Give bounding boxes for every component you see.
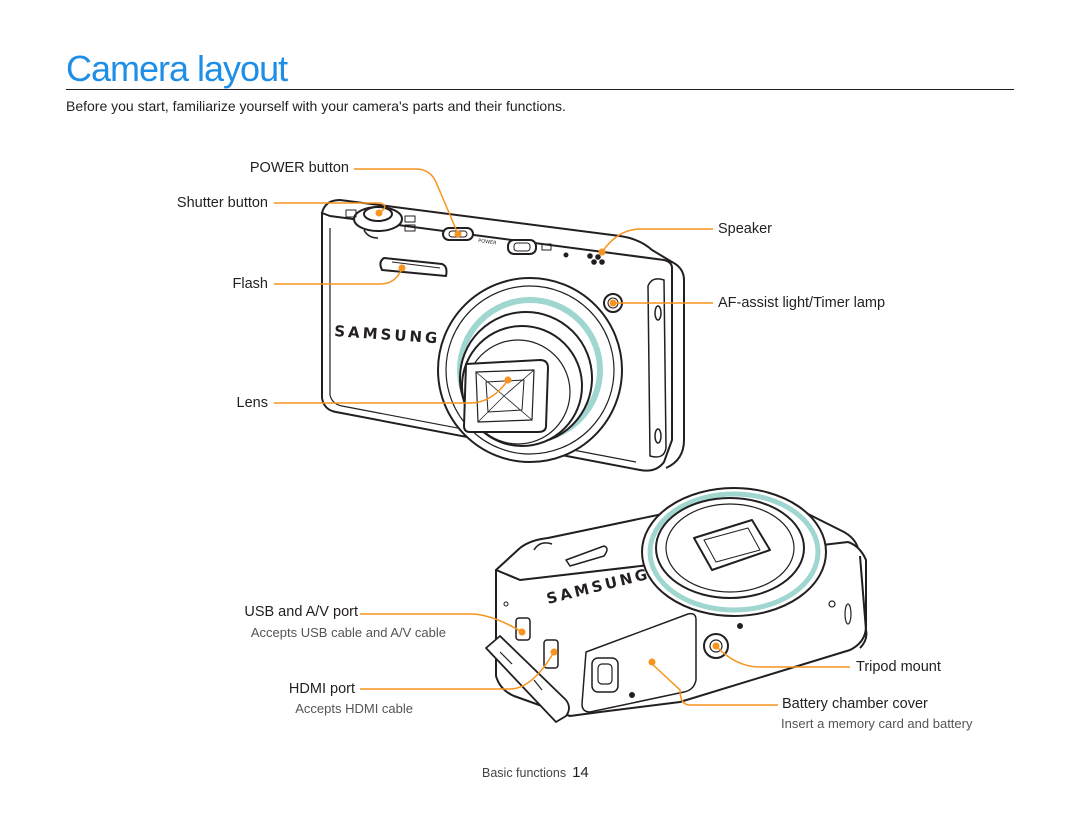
label-speaker: Speaker [718,221,773,237]
label-power-button: POWER button [249,160,349,176]
intro-text: Before you start, familiarize yourself w… [66,98,566,114]
callout-lens-line [274,379,509,404]
callout-usb-line [360,613,523,633]
callout-tripod-line [715,645,850,668]
label-af-assist: AF-assist light/Timer lamp [718,295,886,311]
label-usb-port: USB and A/V port [244,604,358,620]
page-title: Camera layout [66,48,288,89]
callout-power-line [354,168,459,235]
label-lens: Lens [236,395,268,411]
callout-dots [375,209,720,666]
callout-hdmi-line [360,651,555,690]
footer-section: Basic functions [482,766,567,780]
desc-usb-port: Accepts USB cable and A/V cable [250,625,446,640]
desc-battery-cover: Insert a memory card and battery [781,716,973,731]
front-camera-drawing [321,199,685,472]
label-flash: Flash [232,276,268,292]
front-power-text: POWER [478,238,498,247]
desc-hdmi-port: Accepts HDMI cable [295,701,413,716]
label-hdmi-port: HDMI port [288,681,355,697]
label-tripod-mount: Tripod mount [856,659,941,675]
label-battery-cover: Battery chamber cover [782,696,928,712]
label-shutter-button: Shutter button [176,195,268,211]
callout-battery-line [649,661,778,706]
page-number: 14 [572,764,589,781]
callout-speaker-line [601,228,713,253]
bottom-camera-drawing [485,487,868,723]
page-footer: Basic functions 14 [482,764,589,781]
title-rule [66,89,1014,90]
